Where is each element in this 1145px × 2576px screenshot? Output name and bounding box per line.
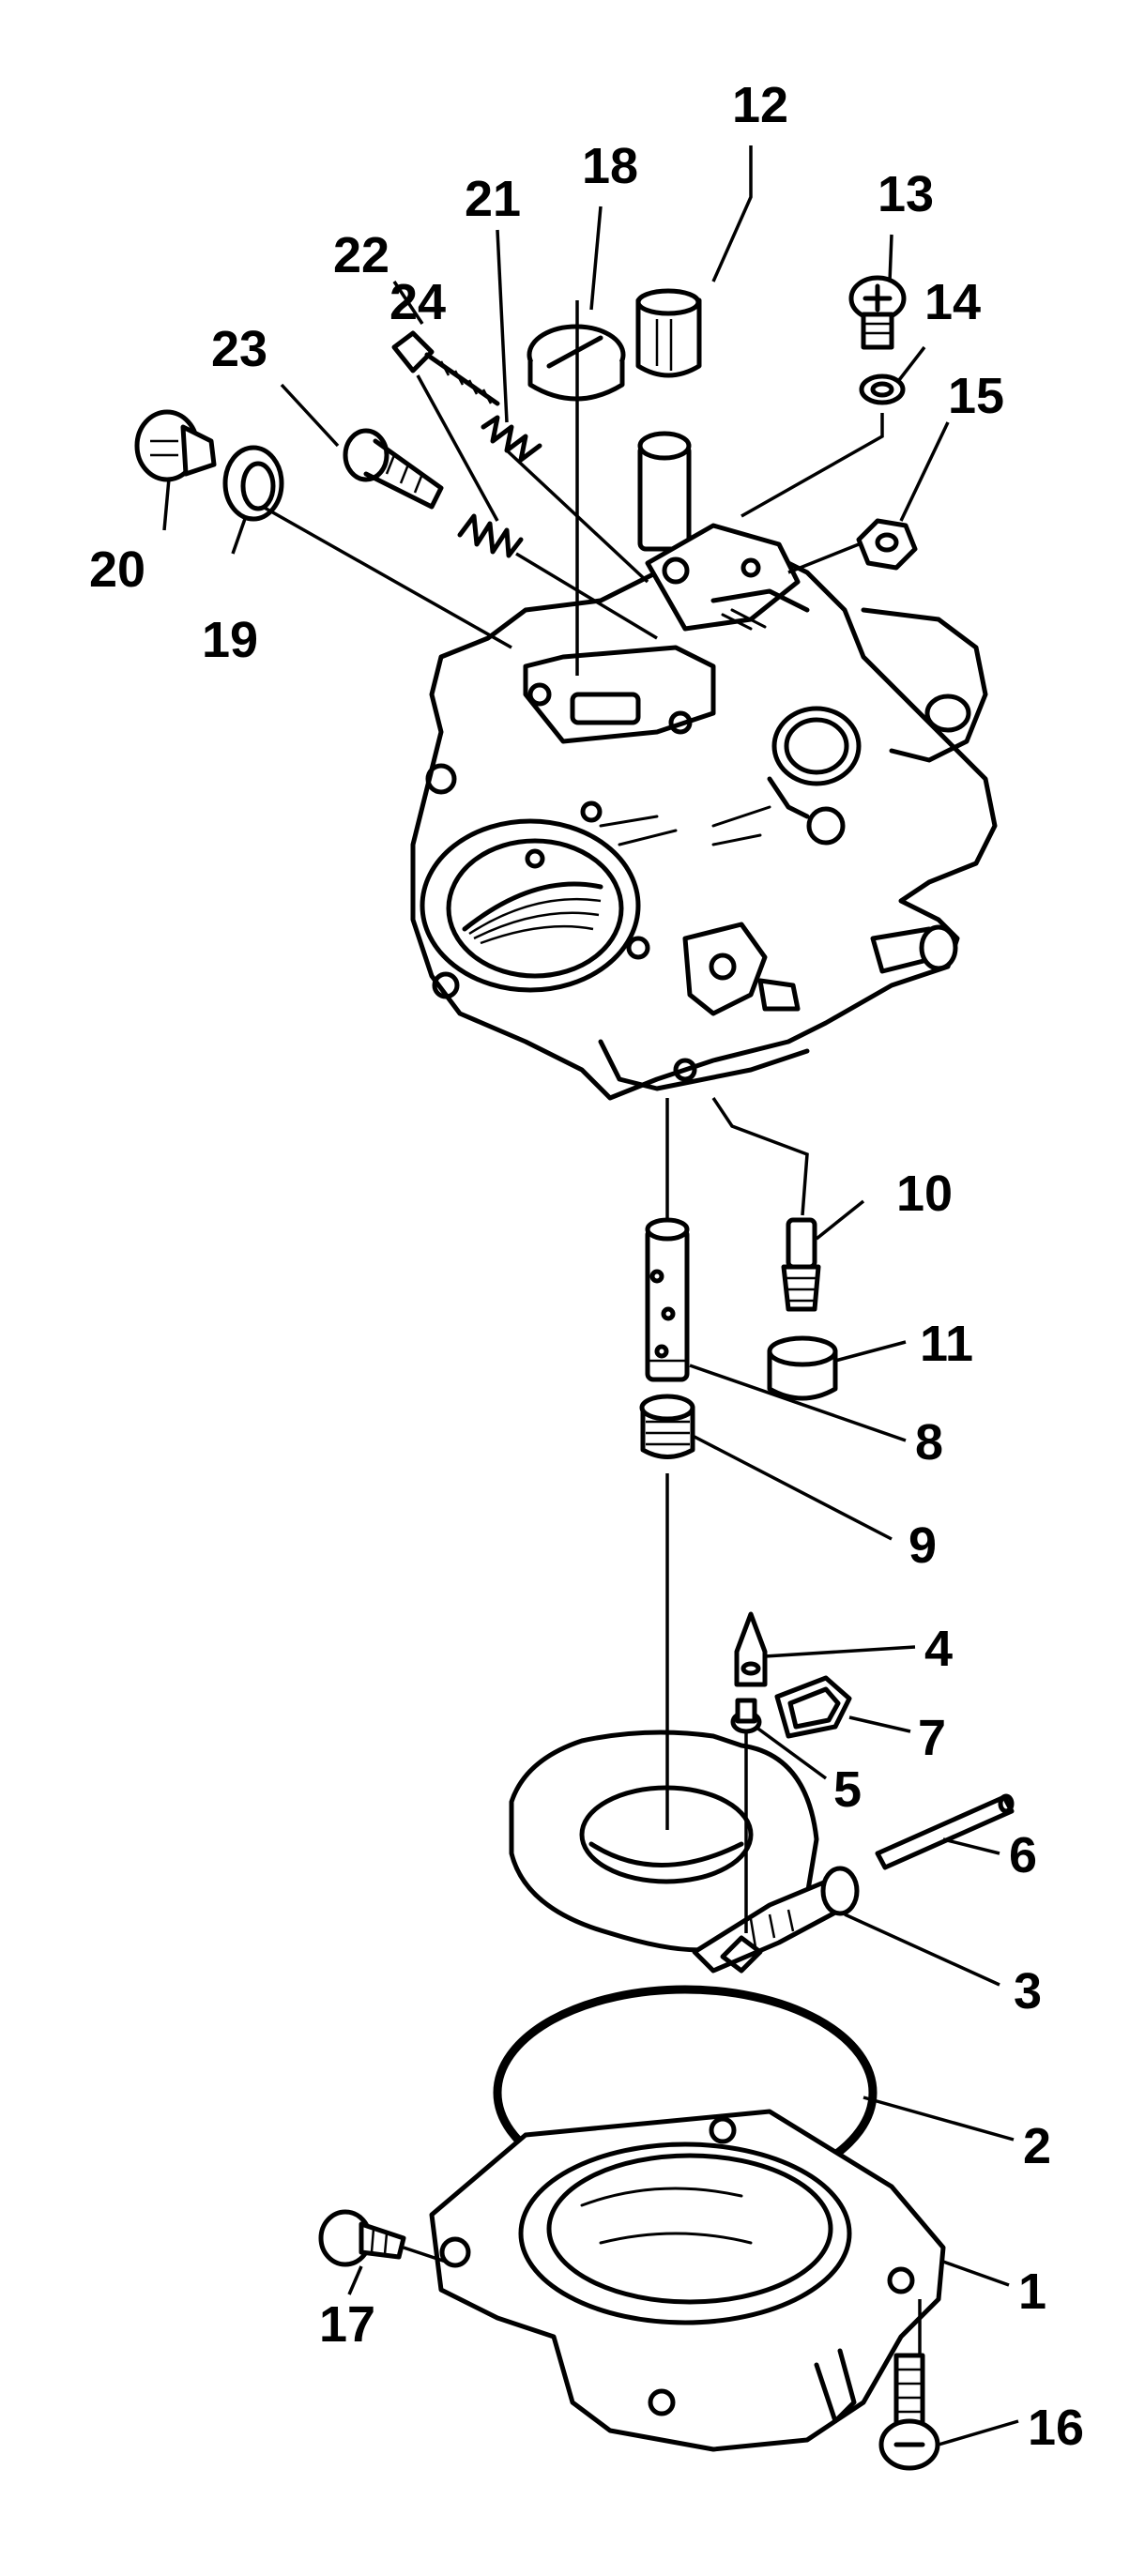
callout-3: 3 [1014,1963,1042,2020]
callout-7: 7 [918,1710,946,1766]
callout-8: 8 [915,1414,943,1471]
callout-22: 22 [333,227,389,283]
callout-9: 9 [908,1517,937,1574]
part-21-spring [481,415,542,463]
callout-21: 21 [465,171,521,227]
callout-11: 11 [920,1316,973,1372]
callout-19: 19 [202,612,258,668]
part-9-jet [639,1394,695,1459]
part-4-needle-valve [734,1611,768,1687]
callout-23: 23 [211,321,267,377]
part-16-screw [878,2353,940,2471]
callout-20: 20 [89,541,145,598]
callout-16: 16 [1028,2400,1084,2456]
part-10-needle [781,1217,821,1312]
callout-24: 24 [389,274,446,330]
throttle-lever [645,523,810,632]
part-5-seat [730,1698,762,1734]
callout-14: 14 [924,274,981,330]
carburetor-body [410,551,998,1101]
callout-12: 12 [732,77,788,133]
callout-5: 5 [833,1761,862,1818]
part-11-cap [767,1335,838,1401]
leader-lines [162,145,1019,2446]
callout-13: 13 [878,166,934,222]
part-22-screw [391,330,500,406]
callout-17: 17 [319,2296,375,2353]
callout-15: 15 [948,368,1004,424]
part-12-cap [635,288,702,378]
part-13-screw [848,275,907,350]
part-6-pin [875,1793,1015,1870]
callout-2: 2 [1023,2118,1051,2174]
throttle-shaft [637,431,692,552]
float [509,1730,860,1974]
part-1-float-bowl [429,2109,946,2452]
part-19-gasket [222,445,284,522]
callout-10: 10 [896,1166,953,1222]
callout-1: 1 [1018,2264,1046,2320]
callout-18: 18 [582,138,638,194]
callout-6: 6 [1009,1827,1037,1883]
part-17-screw [318,2209,406,2267]
part-14-washer [859,373,906,405]
callout-4: 4 [924,1621,953,1677]
part-8-jet-tube [645,1217,690,1382]
part-7-gasket [774,1675,852,1739]
part-23-screw [343,428,444,510]
part-24-spring [457,513,524,558]
part-20-plug [134,409,217,482]
part-15-nut [856,518,918,571]
